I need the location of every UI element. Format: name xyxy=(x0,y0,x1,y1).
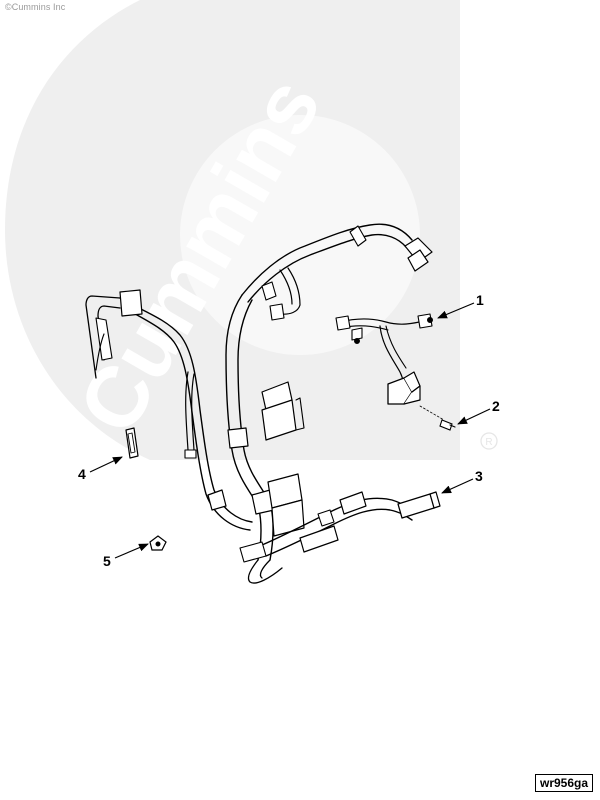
callout-1: 1 xyxy=(437,292,484,319)
drawing-code-label: wr956ga xyxy=(535,774,594,792)
clip-part xyxy=(149,535,167,551)
callout-3: 3 xyxy=(441,468,483,494)
callout-2: 2 xyxy=(457,398,500,425)
registered-mark: R xyxy=(480,432,498,450)
capscrew-part xyxy=(419,405,456,431)
callout-number-1: 1 xyxy=(476,292,484,308)
cummins-watermark-logo: Cummins xyxy=(5,0,460,460)
sub-harness-part xyxy=(335,313,433,405)
copyright-notice: ©Cummins Inc xyxy=(5,2,66,12)
callout-number-5: 5 xyxy=(103,553,111,569)
callout-5: 5 xyxy=(103,543,149,569)
svg-text:R: R xyxy=(485,437,492,448)
callout-number-4: 4 xyxy=(78,466,86,482)
callout-4: 4 xyxy=(78,456,123,482)
callout-number-3: 3 xyxy=(475,468,483,484)
callout-number-2: 2 xyxy=(492,398,500,414)
main-wiring-harness xyxy=(85,223,441,584)
gasket-part xyxy=(125,427,139,459)
